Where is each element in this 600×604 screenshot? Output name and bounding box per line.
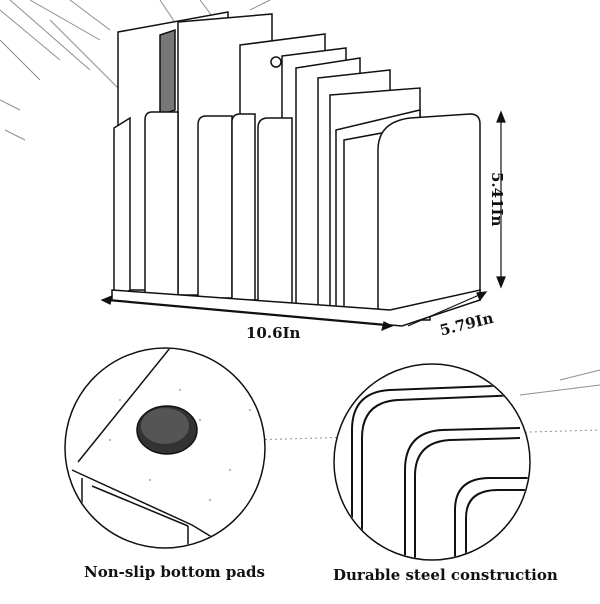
steel-detail-circle	[333, 363, 531, 561]
width-label: 10.6In	[246, 324, 301, 342]
divider-3	[197, 115, 233, 299]
steel-caption: Durable steel construction	[333, 566, 558, 584]
pad-detail-circle	[64, 347, 266, 549]
book-hole	[270, 56, 282, 68]
pad-caption: Non-slip bottom pads	[84, 563, 265, 581]
divider-4	[231, 113, 256, 301]
height-arrow	[496, 110, 506, 289]
depth-arrow	[407, 291, 488, 327]
divider-2	[144, 111, 179, 296]
height-label: 5.41In	[488, 172, 506, 227]
divider-6	[377, 113, 481, 323]
book-organizer	[111, 11, 481, 327]
width-arrow	[100, 295, 394, 331]
divider-5	[257, 117, 293, 304]
divider-1	[113, 116, 131, 302]
